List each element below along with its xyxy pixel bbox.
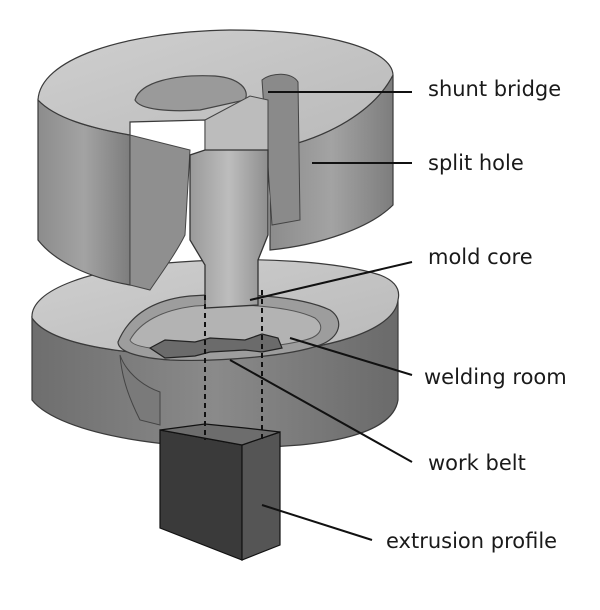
mold-core <box>189 149 269 309</box>
leader-extrusion-profile <box>261 504 373 541</box>
label-welding-room: welding room <box>424 365 567 389</box>
extrusion-profile-shape <box>159 423 281 561</box>
shunt-bridge-beam <box>204 95 269 151</box>
work-belt-opening <box>148 333 283 359</box>
extrusion-profile-front <box>159 429 243 561</box>
shunt-bridge-pocket <box>134 75 247 112</box>
leader-welding-room <box>289 337 413 376</box>
label-extrusion-profile: extrusion profile <box>386 529 557 553</box>
leader-mold-core <box>249 261 413 301</box>
extrusion-profile-flange <box>241 431 281 561</box>
lower-die-cut-notch <box>119 354 161 426</box>
leader-work-belt <box>229 359 413 463</box>
split-hole-opening <box>261 73 301 226</box>
label-shunt-bridge: shunt bridge <box>428 77 561 101</box>
upper-die-inner-wall <box>129 134 191 291</box>
label-work-belt: work belt <box>428 451 526 475</box>
label-mold-core: mold core <box>428 245 533 269</box>
label-split-hole: split hole <box>428 151 524 175</box>
upper-die <box>37 29 394 291</box>
